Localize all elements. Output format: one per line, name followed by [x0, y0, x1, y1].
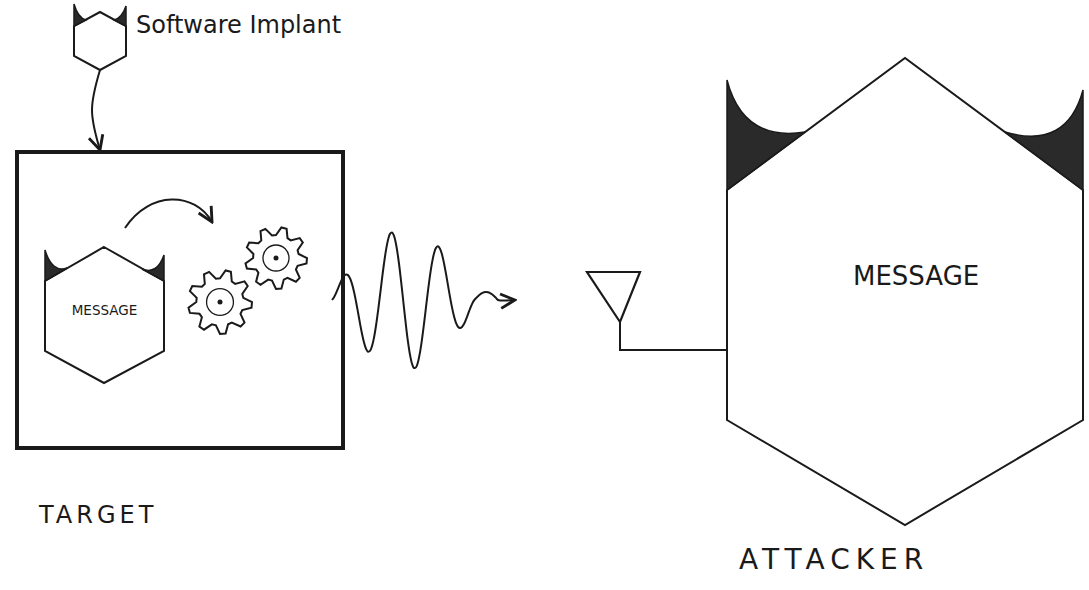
radio-wave — [332, 232, 515, 368]
text-holder: ATTACKER — [739, 544, 929, 576]
devil-horn — [142, 255, 164, 281]
devil-horn — [1005, 90, 1083, 190]
message-label: MESSAGE — [853, 262, 979, 292]
curved-arrow — [125, 199, 212, 228]
gear-symbol — [189, 228, 308, 335]
box-heading: ATTACKER — [739, 544, 929, 576]
devil-horn — [74, 4, 86, 26]
hexagon-outline — [727, 58, 1083, 525]
horned-hexagon: Software Implant — [70, 2, 352, 72]
devil-horn — [45, 250, 67, 281]
text-holder: MESSAGE — [853, 262, 979, 292]
devil-horn — [727, 80, 805, 190]
implant-label: Software Implant — [136, 12, 341, 40]
horned-hexagon: MESSAGE — [42, 245, 167, 385]
box-heading: TARGET — [39, 502, 157, 530]
gear-axle — [274, 256, 279, 261]
text-holder: TARGET — [39, 502, 157, 530]
devil-horn — [114, 6, 126, 26]
gear-hub — [207, 289, 234, 316]
gear-axle — [218, 300, 223, 305]
system-box: MESSAGETARGET — [15, 150, 345, 450]
gear-symbol — [189, 271, 253, 335]
text-holder: Software Implant — [136, 12, 341, 40]
antenna-symbol — [587, 272, 640, 322]
text-holder: MESSAGE — [42, 303, 167, 319]
gear-hub — [263, 245, 289, 271]
hexagon-outline — [70, 2, 130, 72]
message-label: MESSAGE — [42, 303, 167, 319]
arrow-connector — [92, 70, 100, 150]
horned-hexagon: MESSAGEATTACKER — [725, 50, 1087, 530]
gear-symbol — [246, 228, 308, 290]
